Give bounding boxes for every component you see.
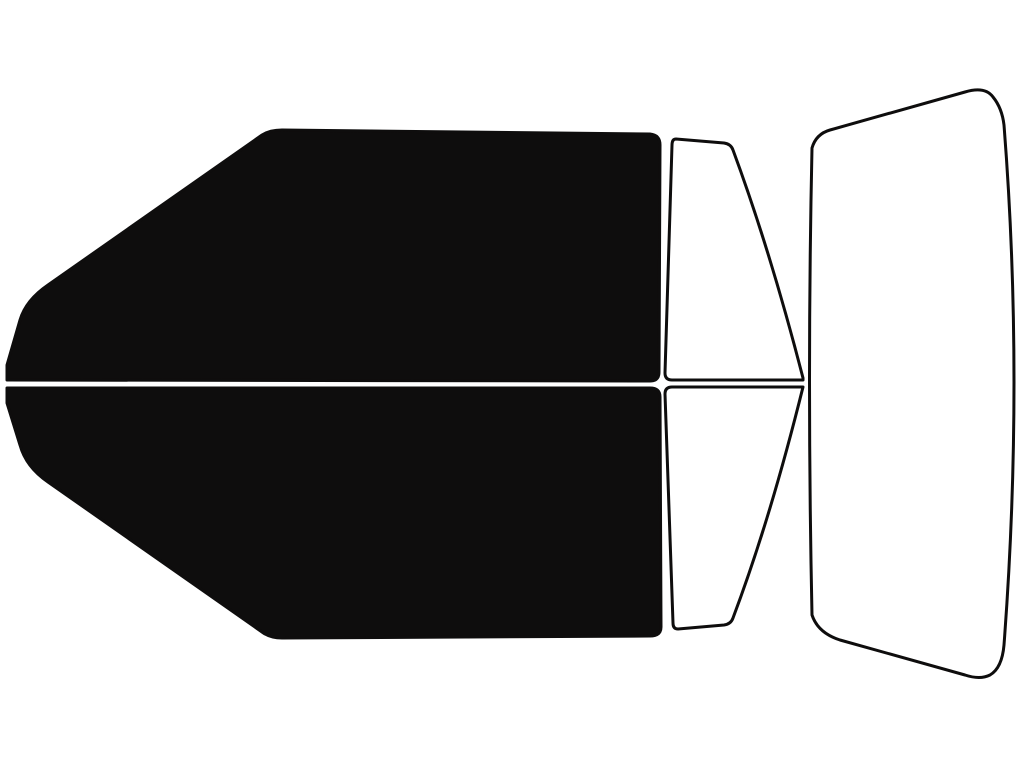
rear-quarter-lower-pane: [663, 385, 805, 631]
front-side-lower-pane: [5, 386, 663, 640]
rear-quarter-upper-pane: [663, 137, 805, 382]
rear-windshield-pane: [808, 88, 1016, 679]
front-side-upper-pane: [5, 128, 662, 383]
